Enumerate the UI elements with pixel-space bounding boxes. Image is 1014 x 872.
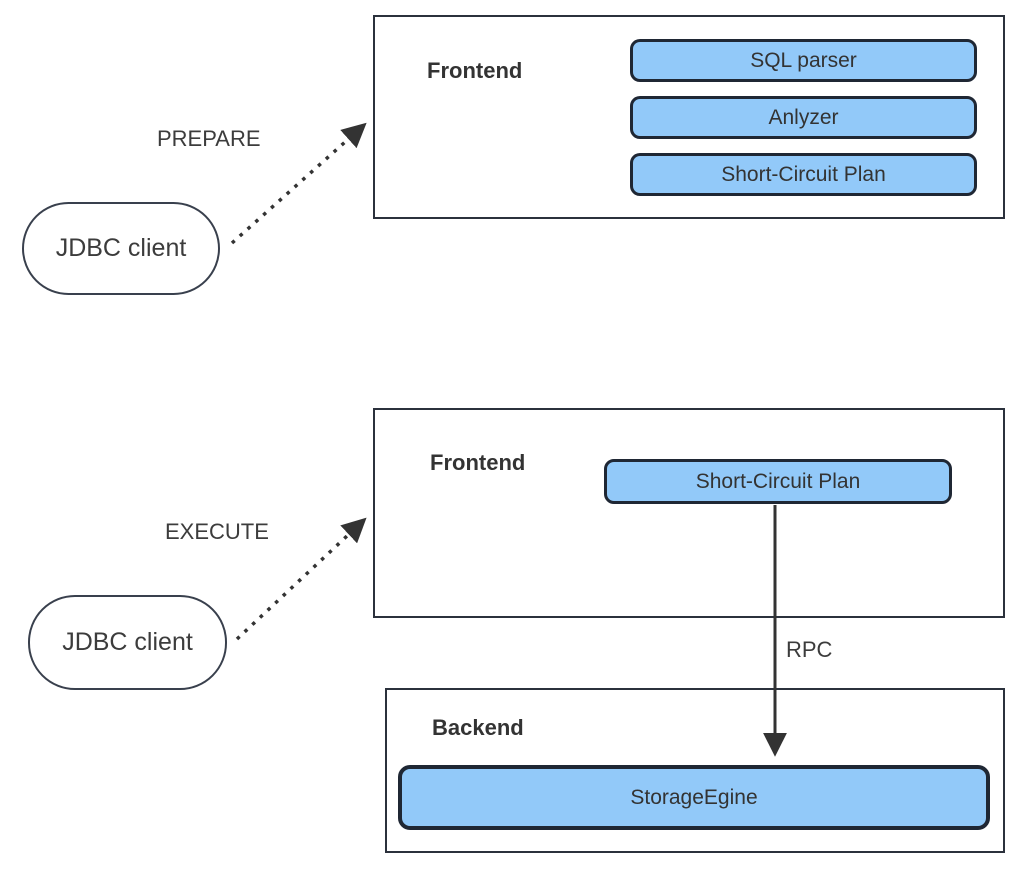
execute-jdbc-client-node: JDBC client <box>28 595 227 690</box>
component-short-circuit-plan-execute: Short-Circuit Plan <box>604 459 952 504</box>
execute-frontend-title: Frontend <box>430 450 526 475</box>
prepare-frontend-title: Frontend <box>427 58 523 83</box>
prepare-frontend-container: Frontend SQL parser Anlyzer Short-Circui… <box>373 15 1005 219</box>
execute-arrow-label: EXECUTE <box>165 519 269 544</box>
component-storage-egine: StorageEgine <box>398 765 990 830</box>
component-short-circuit-plan: Short-Circuit Plan <box>630 153 977 196</box>
prepare-arrow-label: PREPARE <box>157 126 261 151</box>
rpc-arrow-label: RPC <box>786 637 833 662</box>
execute-frontend-container: Frontend Short-Circuit Plan <box>373 408 1005 618</box>
backend-container: Backend StorageEgine <box>385 688 1005 853</box>
prepare-jdbc-client-node: JDBC client <box>22 202 220 295</box>
component-anlyzer: Anlyzer <box>630 96 977 139</box>
component-sql-parser: SQL parser <box>630 39 977 82</box>
backend-title: Backend <box>432 715 524 740</box>
